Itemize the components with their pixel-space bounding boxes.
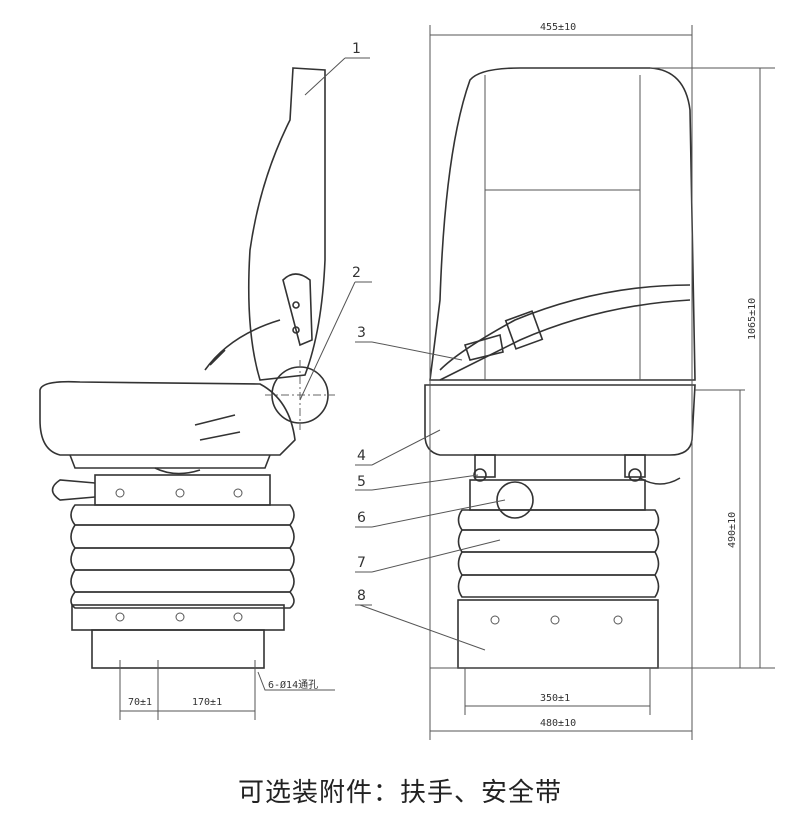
side-base-plate	[91, 629, 265, 669]
front-base	[457, 599, 659, 669]
front-backrest	[429, 67, 696, 381]
dim-holes-note: 6-Ø14通孔	[268, 679, 318, 691]
part-number-7: 7	[357, 555, 366, 571]
front-bellows	[457, 509, 660, 598]
part-number-2: 2	[352, 265, 361, 281]
side-hinge-bracket	[282, 273, 313, 347]
dim-base-outer: 480±10	[540, 718, 576, 729]
leader-lines	[299, 57, 506, 651]
caption: 可选装附件：扶手、安全带	[237, 778, 562, 808]
dim-side-offset: 70±1	[128, 697, 152, 708]
side-seat-cushion	[39, 380, 296, 456]
part-number-1: 1	[352, 41, 361, 57]
dim-top-width: 455±10	[540, 22, 576, 33]
part-number-5: 5	[357, 474, 366, 490]
front-seat-cushion	[424, 384, 696, 456]
front-view: 455±10 1065±10 490±10 350±1 480±10	[424, 22, 775, 740]
side-bellows	[70, 504, 295, 609]
dim-side-spacing: 170±1	[192, 697, 222, 708]
part-number-8: 8	[357, 588, 366, 604]
weight-adjust-dial	[496, 481, 534, 519]
seat-belt	[439, 284, 691, 381]
front-dimension-lines	[429, 25, 775, 740]
part-number-3: 3	[357, 325, 366, 341]
dim-seat-height: 490±10	[727, 512, 738, 548]
side-view: 70±1 170±1 6-Ø14通孔	[39, 67, 335, 720]
part-number-6: 6	[357, 510, 366, 526]
side-adjust-handle	[51, 479, 96, 501]
side-dimension-lines	[119, 660, 335, 720]
dim-base-inner: 350±1	[540, 693, 570, 704]
part-number-4: 4	[357, 448, 366, 464]
side-backrest	[247, 67, 326, 381]
armrest-belt	[204, 319, 281, 371]
dim-total-height: 1065±10	[747, 298, 758, 340]
seat-technical-drawing: 70±1 170±1 6-Ø14通孔	[39, 22, 775, 740]
